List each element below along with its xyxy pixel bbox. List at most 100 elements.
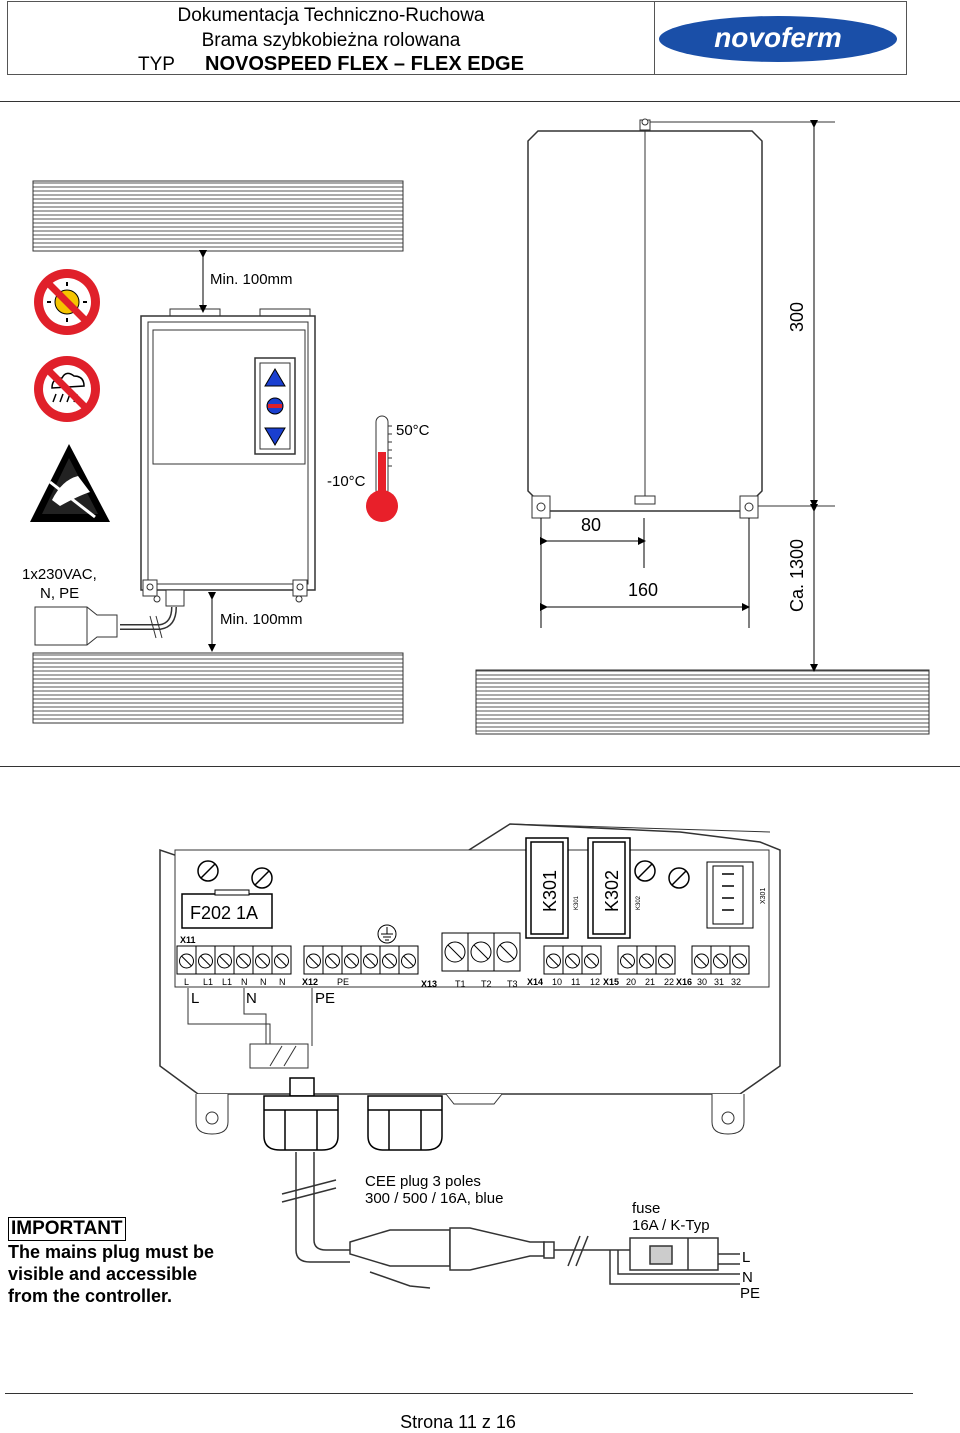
supply-cable	[34, 606, 177, 646]
pin-label-x14: 10	[552, 977, 562, 987]
esd-warning-icon	[30, 444, 110, 522]
terminal-x14-slot	[567, 955, 578, 967]
plug-label-1: CEE plug 3 poles	[365, 1173, 481, 1190]
earth-symbol-icon	[377, 924, 397, 944]
supply-label-2: N, PE	[40, 585, 79, 602]
thermometer-icon	[366, 415, 398, 522]
term-pe-label: PE	[337, 977, 349, 987]
term-x16-label: X16	[676, 977, 692, 987]
terminal-x12-slot	[308, 955, 319, 967]
term-x15-label: X15	[603, 977, 619, 987]
floor-hatch-left	[32, 652, 404, 724]
pin-label-x11: L1	[222, 977, 232, 987]
model-name: NOVOSPEED FLEX – FLEX EDGE	[205, 53, 524, 75]
pin-label-x16: 30	[697, 977, 707, 987]
pin-label-x14: 11	[571, 977, 580, 987]
terminal-x12-slot	[346, 955, 357, 967]
pin-label-x16: 31	[714, 977, 724, 987]
wiring-diagram: F202 1A K301 K302 K301 K302 X301 X11 X12…	[159, 823, 781, 1302]
clearance-top-label: Min. 100mm	[210, 271, 293, 288]
out-n-label: N	[742, 1269, 753, 1286]
terminal-x14-slot	[586, 955, 597, 967]
mains-cable	[281, 1152, 740, 1289]
fuse-label-1: fuse	[632, 1200, 660, 1217]
cable-gland-1	[263, 1095, 339, 1151]
controller-front-view	[140, 308, 316, 607]
doc-subtitle: Brama szybkobieżna rolowana	[201, 30, 461, 51]
pin-label-x11: L	[184, 977, 189, 987]
installation-diagram: Min. 100mm Min. 100mm 1x230VAC, N, PE 50…	[22, 118, 930, 735]
fuse-label-2: 16A / K-Typ	[632, 1217, 710, 1234]
terminal-x13-slot	[499, 944, 515, 960]
fuse-label: F202 1A	[190, 903, 258, 923]
doc-title: Dokumentacja Techniczno-Ruchowa	[177, 5, 485, 26]
relay-k301-label: K301	[540, 870, 560, 912]
terminal-x12-slot	[327, 955, 338, 967]
terminal-x15-slot	[641, 955, 652, 967]
terminal-x15-slot	[622, 955, 633, 967]
floor-hatch-right	[475, 669, 930, 735]
terminal-x11-slot	[181, 955, 192, 967]
pin-label-x15: 22	[664, 977, 674, 987]
terminal-x11-slot	[238, 955, 249, 967]
temp-max-label: 50°C	[396, 422, 430, 439]
ceiling-hatch	[32, 180, 404, 252]
clearance-bottom-label: Min. 100mm	[220, 611, 303, 628]
no-rain-icon	[34, 356, 100, 422]
terminal-x15-slot	[660, 955, 671, 967]
terminal-x14-slot	[548, 955, 559, 967]
novoferm-logo: novoferm	[657, 14, 899, 69]
top-rule	[0, 101, 960, 102]
terminal-x12-slot	[403, 955, 414, 967]
dim-80: 80	[581, 515, 601, 535]
dim-1300: Ca. 1300	[787, 539, 807, 612]
relay-k302-small-label: K302	[636, 895, 642, 910]
wire-pe-label: PE	[315, 990, 335, 1007]
no-sun-icon	[34, 269, 100, 335]
svg-text:novoferm: novoferm	[714, 22, 842, 53]
out-pe-label: PE	[740, 1285, 760, 1302]
terminal-x16-slot	[696, 955, 707, 967]
controller-side-view	[527, 118, 835, 519]
section-rule	[0, 766, 960, 767]
pin-label-x11: L1	[203, 977, 213, 987]
terminal-x11-slot	[200, 955, 211, 967]
dimension-lines	[540, 120, 818, 672]
important-title: IMPORTANT	[8, 1217, 126, 1241]
pin-label-x15: 20	[626, 977, 636, 987]
supply-label-1: 1x230VAC,	[22, 566, 97, 583]
header-divider	[654, 2, 655, 74]
out-l-label: L	[742, 1249, 750, 1266]
relay-k301-small-label: K301	[574, 895, 580, 910]
pin-label-x14: 12	[590, 977, 600, 987]
important-text: The mains plug must be visible and acces…	[8, 1242, 215, 1306]
pin-label-x13: T3	[507, 979, 518, 989]
plug-label-2: 300 / 500 / 16A, blue	[365, 1190, 503, 1207]
term-x11-label: X11	[180, 935, 196, 945]
terminal-x12-slot	[365, 955, 376, 967]
term-x13-label: X13	[421, 979, 437, 989]
pin-label-x13: T1	[455, 979, 466, 989]
document-header: Dokumentacja Techniczno-Ruchowa Brama sz…	[7, 1, 907, 75]
terminal-x11-slot	[257, 955, 268, 967]
gland-1-top	[289, 1077, 315, 1097]
cable-gland-2	[367, 1095, 443, 1151]
dim-300: 300	[787, 302, 807, 332]
important-note: IMPORTANT The mains plug must be visible…	[8, 1217, 214, 1307]
page-number: Strona 11 z 16	[400, 1412, 516, 1432]
typ-label: TYP	[138, 54, 175, 75]
mains-wires	[187, 988, 313, 1069]
bottom-rule	[5, 1393, 913, 1394]
terminal-x12-slot	[384, 955, 395, 967]
pin-label-x11: N	[279, 977, 286, 987]
pin-label-x11: N	[241, 977, 248, 987]
fuse-f202	[181, 893, 273, 929]
relay-k302-label: K302	[602, 870, 622, 912]
terminal-x11-slot	[276, 955, 287, 967]
terminal-x16-slot	[734, 955, 745, 967]
terminal-x16-slot	[715, 955, 726, 967]
pin-label-x11: N	[260, 977, 267, 987]
dim-160: 160	[628, 580, 658, 600]
connector-x301-label: X301	[760, 888, 767, 904]
wire-l-label: L	[191, 990, 199, 1007]
